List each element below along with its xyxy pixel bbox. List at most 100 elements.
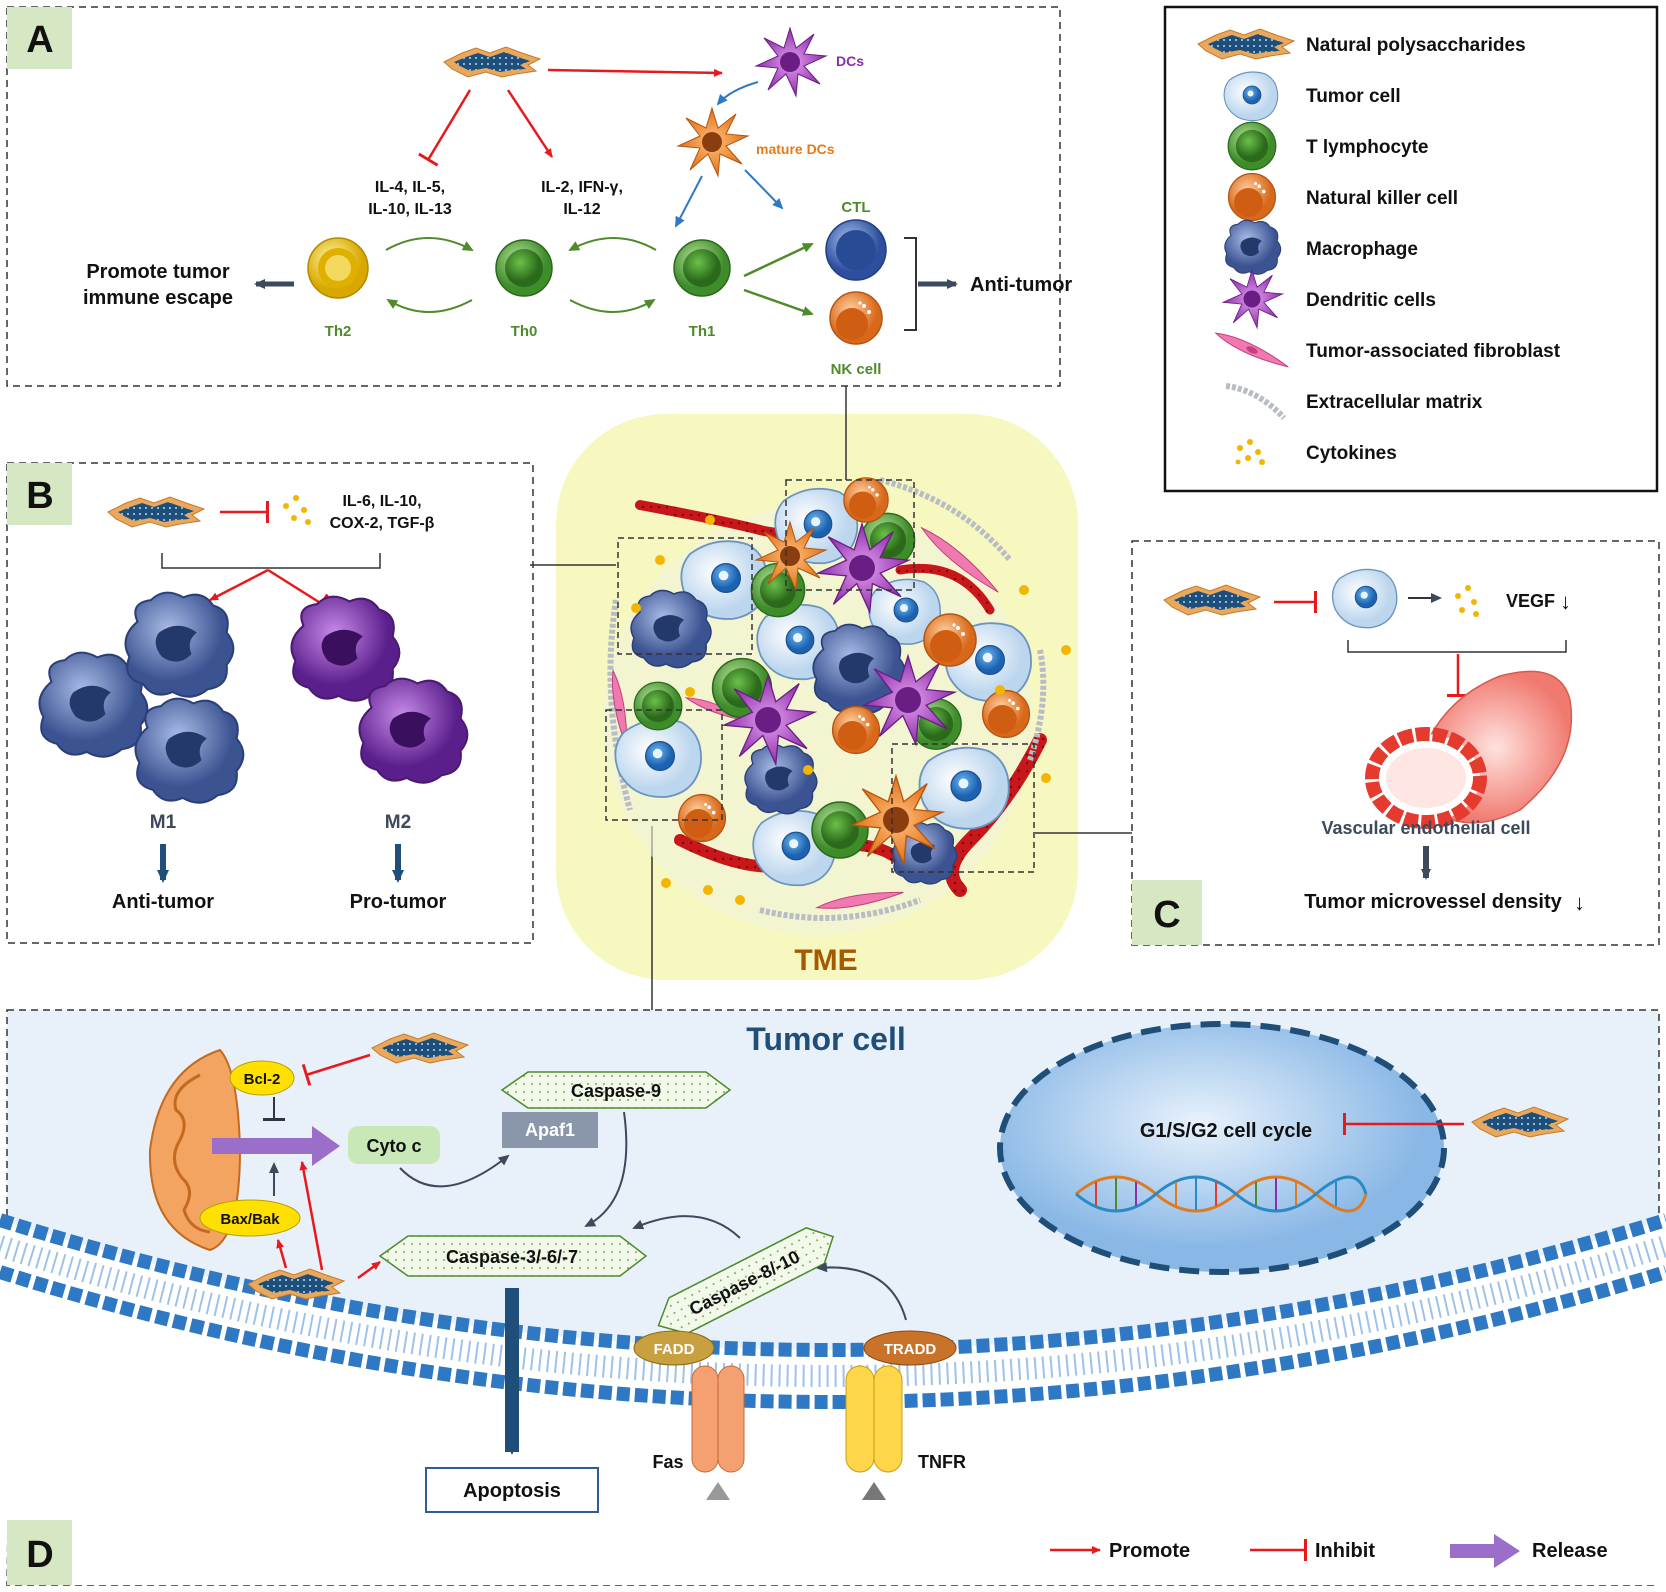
panel-a-letter: A: [26, 19, 53, 61]
promote-arrow: [276, 1239, 288, 1269]
m1-macrophage-icon: [124, 591, 235, 698]
m1-macrophage-icon: [134, 697, 245, 804]
activation-arrow: [743, 288, 814, 316]
th2-label: Th2: [325, 323, 352, 340]
bracket: [161, 553, 381, 569]
promote-arrow: [357, 1260, 381, 1280]
mvd-label: Tumor microvessel density: [1304, 891, 1562, 913]
panel-d-tag: [7, 1520, 72, 1585]
lipid-bilayer-inner: [0, 1265, 1666, 1409]
dna-icon: [1075, 1175, 1368, 1213]
ecm-fiber: [759, 897, 922, 921]
differentiation-arrow: [569, 298, 656, 313]
cytokines-icon: [1235, 439, 1265, 465]
cyto-c-node: [348, 1126, 440, 1164]
promote-arrow: [299, 1161, 324, 1271]
tradd-label: TRADD: [884, 1341, 937, 1358]
b-cytokines-line2: COX-2, TGF-β: [330, 515, 435, 532]
tumor-cell-icon: [1331, 568, 1398, 629]
m1-effect-label: Anti-tumor: [112, 891, 214, 913]
panel-a-frame: [6, 6, 1061, 387]
escape-label-line2: immune escape: [83, 287, 233, 309]
legend-label: Dendritic cells: [1306, 290, 1436, 311]
legend-label: T lymphocyte: [1306, 137, 1428, 158]
differentiation-arrow: [386, 298, 473, 313]
release-arrow: [212, 1126, 340, 1166]
promoted-cytokines-line2: IL-12: [563, 201, 600, 218]
differentiation-arrow: [385, 237, 474, 251]
fibroblast: [814, 891, 904, 909]
release-key-label: Release: [1532, 1540, 1608, 1562]
cytokines: [631, 515, 1071, 905]
legend-label: Tumor cell: [1306, 86, 1401, 107]
panel-a-tag: [7, 7, 72, 69]
m2-label: M2: [385, 812, 411, 833]
inhibited-cytokines-line1: IL-4, IL-5,: [375, 179, 445, 196]
activation-arrow: [744, 169, 784, 210]
b-cytokines-line1: IL-6, IL-10,: [342, 493, 421, 510]
tradd-node: [863, 1330, 957, 1366]
fas-receptor-icon: [691, 1365, 745, 1500]
panel-b-tag: [7, 463, 72, 525]
legend-label: Extracellular matrix: [1306, 392, 1483, 413]
dcs-label: DCs: [836, 53, 864, 69]
nk-cell: [677, 793, 727, 843]
mvd-decrease-icon: ↓: [1574, 890, 1585, 915]
region-box: [891, 743, 1035, 873]
inhibit-arrow: [418, 89, 472, 167]
blood-vessel: [895, 563, 995, 615]
apaf1-node: [502, 1112, 598, 1148]
promote-arrow: [547, 68, 723, 77]
polysaccharide-icon: [1163, 584, 1261, 616]
mature-dc-icon: [677, 107, 749, 177]
caspase-9-label: Caspase-9: [571, 1081, 661, 1101]
vegf-label: VEGF: [1506, 591, 1555, 611]
ecm-fiber: [879, 477, 1013, 562]
fadd-label: FADD: [654, 1341, 695, 1358]
activation-arrow: [675, 175, 703, 228]
nk-cell: [831, 705, 881, 755]
panel-d-letter: D: [26, 1534, 53, 1576]
blood-vessel-icon: [1365, 670, 1573, 829]
caspase-367-label: Caspase-3/-6/-7: [446, 1247, 578, 1267]
tme-label: TME: [794, 944, 857, 977]
caspase-367-node: [378, 1235, 648, 1277]
bcl2-label: Bcl-2: [244, 1071, 281, 1088]
cell-cycle-label: G1/S/G2 cell cycle: [1140, 1120, 1312, 1142]
polysaccharide-icon: [107, 496, 205, 528]
escape-label-line1: Promote tumor: [86, 261, 230, 283]
macrophage: [630, 589, 712, 669]
region-box: [617, 537, 753, 655]
inhibit-key-label: Inhibit: [1315, 1540, 1375, 1562]
nk-cell-icon: [1227, 172, 1277, 222]
fibroblast: [920, 526, 999, 593]
m2-macrophage-icon: [358, 677, 469, 784]
promoted-cytokines-line1: IL-2, IFN-γ,: [541, 179, 623, 196]
bax-node: [199, 1199, 301, 1237]
legend-label: Natural polysaccharides: [1306, 35, 1526, 56]
nk-cell: [981, 689, 1031, 739]
legend-label: Natural killer cell: [1306, 188, 1458, 209]
nucleus-icon: [997, 1021, 1447, 1275]
macrophage: [744, 743, 818, 815]
promote-arrow: [816, 1262, 907, 1321]
apoptosis-label: Apoptosis: [463, 1480, 561, 1502]
th0-cell-icon: [495, 239, 553, 297]
mitochondrion-icon: [148, 1048, 242, 1252]
th1-cell-icon: [673, 239, 731, 297]
fadd-node: [633, 1330, 715, 1366]
tumor-cell-title: Tumor cell: [746, 1021, 905, 1057]
promote-arrow: [584, 1111, 628, 1227]
activation-arrow: [743, 242, 814, 278]
blood-vessel: [945, 733, 1047, 897]
ctl-cell-icon: [825, 219, 887, 281]
ecm-fiber: [607, 599, 633, 811]
legend: [1197, 28, 1295, 465]
inhibit-arrow: [267, 568, 329, 614]
panel-b-letter: B: [26, 475, 53, 517]
bcl2-node: [229, 1060, 295, 1096]
m2-macrophage-icon: [290, 595, 401, 702]
apoptosis-node: [425, 1467, 599, 1513]
